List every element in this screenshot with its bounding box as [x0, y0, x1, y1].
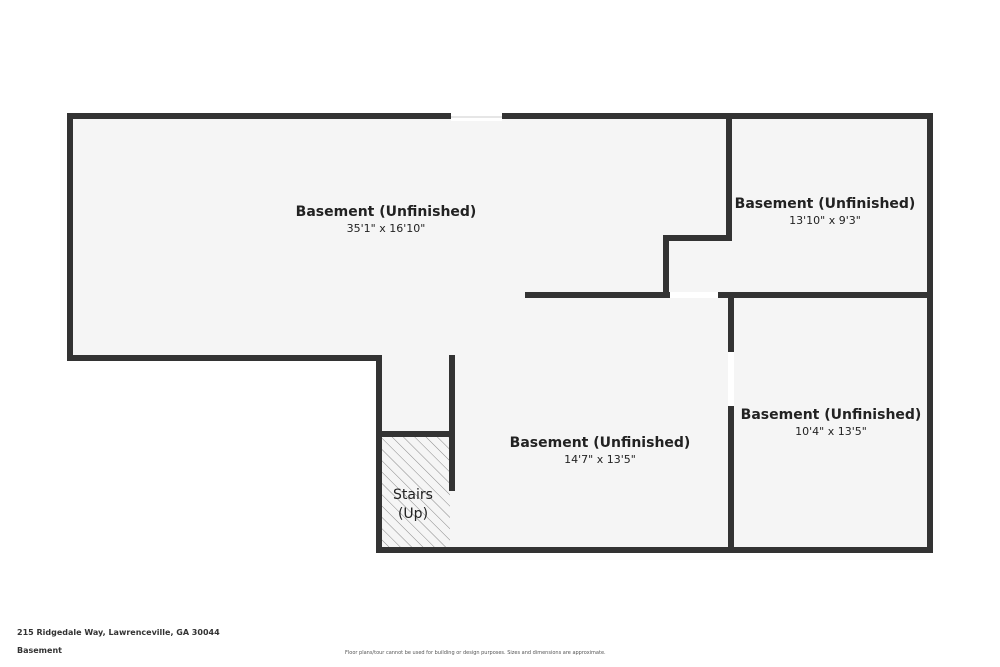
- room-dimensions: 35'1" x 16'10": [346, 222, 426, 235]
- room-dimensions: 13'10" x 9'3": [789, 214, 861, 227]
- room-dimensions: 14'7" x 13'5": [564, 453, 636, 466]
- room-dimensions: 10'4" x 13'5": [795, 425, 867, 438]
- doorway-opening: [670, 292, 718, 298]
- room-label-lower-right: Basement (Unfinished) 10'4" x 13'5": [741, 406, 922, 440]
- disclaimer-text: Floor plans/tour cannot be used for buil…: [345, 650, 606, 656]
- room-label-upper-right: Basement (Unfinished) 13'10" x 9'3": [735, 195, 916, 229]
- stairs-label: Stairs (Up): [393, 487, 433, 522]
- top-window-opening: [451, 111, 502, 121]
- room-name: Basement (Unfinished): [740, 407, 922, 423]
- room-name: Basement (Unfinished): [509, 435, 691, 451]
- room-label-center: Basement (Unfinished) 14'7" x 13'5": [510, 434, 691, 468]
- stairs-hatch: [381, 437, 450, 549]
- room-label-main: Basement (Unfinished) 35'1" x 16'10": [296, 203, 477, 237]
- room-name: Basement (Unfinished): [734, 196, 916, 212]
- room-name: Basement (Unfinished): [295, 204, 477, 220]
- floor-level-label: Basement: [17, 646, 62, 655]
- property-address: 215 Ridgedale Way, Lawrenceville, GA 300…: [17, 628, 220, 637]
- floor-area: [70, 116, 930, 550]
- side-doorway-opening: [728, 352, 734, 406]
- walls: [67, 113, 933, 553]
